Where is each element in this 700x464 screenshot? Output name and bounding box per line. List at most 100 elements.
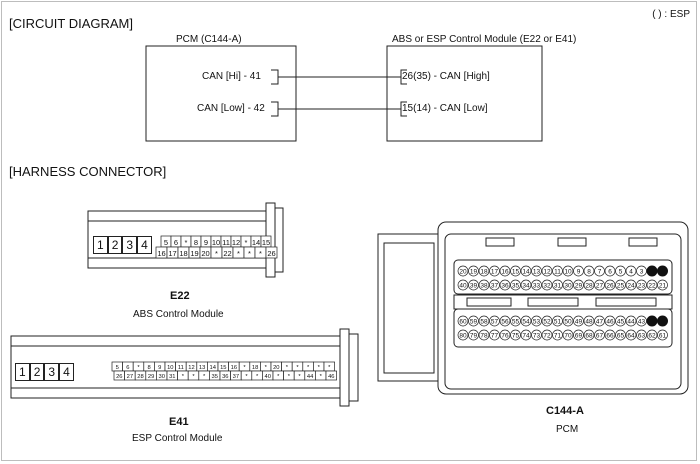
c144a-pin-label: 18 — [480, 269, 488, 276]
c144a-pin-label: 77 — [491, 333, 499, 340]
c144a-pin-label: 43 — [638, 319, 646, 326]
c144a-pin-label: 53 — [533, 319, 541, 326]
c144a-pin-label: 55 — [512, 319, 520, 326]
c144a-pin-label: 36 — [501, 283, 509, 290]
c144a-pin-label: 17 — [491, 269, 499, 276]
c144a-pin-label: 66 — [606, 333, 614, 340]
c144a-pin-label: 68 — [585, 333, 593, 340]
c144a-pin-label: 74 — [522, 333, 530, 340]
c144a-pin-label: 13 — [533, 269, 541, 276]
e41-pin-2: 2 — [29, 363, 45, 381]
abs-pin-high-label: 26(35) - CAN [High] — [402, 71, 490, 82]
c144a-pin-label: 35 — [512, 283, 520, 290]
abs-esp-title: ABS or ESP Control Module (E22 or E41) — [392, 34, 577, 45]
e41-pin-label: 12 — [188, 365, 194, 371]
e41-pin-label: * — [298, 374, 301, 380]
c144a-pin-label: 10 — [564, 269, 572, 276]
c144a-pin-label: 22 — [648, 283, 656, 290]
pcm-pin-hi-bracket — [271, 69, 279, 85]
c144a-name: PCM — [556, 424, 579, 435]
e22-pin-4: 4 — [137, 236, 152, 254]
c144a-pin-label: 61 — [659, 333, 667, 340]
c144a-filled-pin — [657, 265, 668, 277]
e41-pin-label: 18 — [252, 365, 258, 371]
c144a-pin-label: 30 — [564, 283, 572, 290]
e22-pin-label: 20 — [201, 249, 209, 258]
c144a-pin-label: 5 — [619, 269, 623, 276]
c144a-pin-label: 47 — [596, 319, 604, 326]
c144a-pin-label: 72 — [543, 333, 551, 340]
e22-pin-label: 17 — [168, 249, 176, 258]
e41-pin-label: * — [296, 365, 299, 371]
e22-pin-label: 26 — [267, 249, 275, 258]
abs-box — [386, 45, 543, 142]
e41-code: E41 — [169, 416, 189, 428]
e41-pin-label: 26 — [116, 374, 122, 380]
c144a-pin-label: 38 — [480, 283, 488, 290]
e41-pin-label: * — [328, 365, 331, 371]
e41-pin-label: * — [256, 374, 259, 380]
e41-pin-label: 20 — [273, 365, 279, 371]
e41-pin-label: * — [137, 365, 140, 371]
c144a-pin-label: 32 — [543, 283, 551, 290]
e41-pin-label: 16 — [231, 365, 237, 371]
e41-pin-label: 36 — [222, 374, 228, 380]
e41-pin-label: 6 — [126, 365, 129, 371]
c144a-pin-label: 54 — [522, 319, 530, 326]
e41-pin-label: 30 — [158, 374, 164, 380]
e22-pin-label: 5 — [164, 238, 168, 247]
e22-pin-label: * — [248, 249, 251, 258]
e22-pin-label: 6 — [174, 238, 178, 247]
c144a-pin-label: 40 — [459, 283, 467, 290]
c144a-pin-label: 67 — [596, 333, 604, 340]
e22-pin-label: 15 — [262, 238, 270, 247]
e41-pin-label: * — [288, 374, 291, 380]
c144a-pin-label: 26 — [606, 283, 614, 290]
c144a-pin-label: 3 — [640, 269, 644, 276]
c144a-pin-label: 71 — [554, 333, 562, 340]
harness-section-title: [HARNESS CONNECTOR] — [9, 164, 167, 179]
e22-pin-label: 10 — [212, 238, 220, 247]
e41-pin-label: 44 — [307, 374, 314, 380]
e41-pin-label: * — [277, 374, 280, 380]
e22-pin-label: * — [237, 249, 240, 258]
c144a-pin-label: 69 — [575, 333, 583, 340]
c144a-pin-label: 9 — [577, 269, 581, 276]
c144a-filled-pin — [646, 315, 658, 327]
circuit-section-title: [CIRCUIT DIAGRAM] — [9, 16, 133, 31]
e41-pin-label: * — [243, 365, 246, 371]
c144a-pin-label: 70 — [564, 333, 572, 340]
c144a-pin-label: 79 — [470, 333, 478, 340]
c144a-pin-label: 52 — [543, 319, 551, 326]
e41-pin-label: 8 — [147, 365, 150, 371]
e22-pin-label: * — [215, 249, 218, 258]
e41-pin-label: 27 — [127, 374, 133, 380]
c144a-pin-label: 6 — [608, 269, 612, 276]
e41-pin-label: * — [192, 374, 195, 380]
c144a-pin-label: 60 — [459, 319, 467, 326]
e22-pin-label: 19 — [190, 249, 198, 258]
c144a-pin-label: 14 — [522, 269, 530, 276]
c144a-pin-label: 20 — [459, 269, 467, 276]
e22-code: E22 — [170, 290, 190, 302]
c144a-code: C144-A — [546, 405, 584, 417]
c144a-pin-label: 25 — [617, 283, 625, 290]
e22-pin-label: 12 — [232, 238, 240, 247]
c144a-pin-label: 8 — [587, 269, 591, 276]
c144a-pin-label: 80 — [459, 333, 467, 340]
e41-pin-label: 40 — [264, 374, 270, 380]
e22-pin-label: 22 — [223, 249, 231, 258]
e41-pin-label: * — [182, 374, 185, 380]
pcm-pin-low-label: CAN [Low] - 42 — [197, 103, 265, 114]
c144a-pin-label: 31 — [554, 283, 562, 290]
c144a-pin-label: 49 — [575, 319, 583, 326]
e41-pin-label: 9 — [158, 365, 161, 371]
e41-pin-label: 29 — [148, 374, 154, 380]
c144a-pin-label: 4 — [629, 269, 633, 276]
c144a-pin-label: 28 — [585, 283, 593, 290]
